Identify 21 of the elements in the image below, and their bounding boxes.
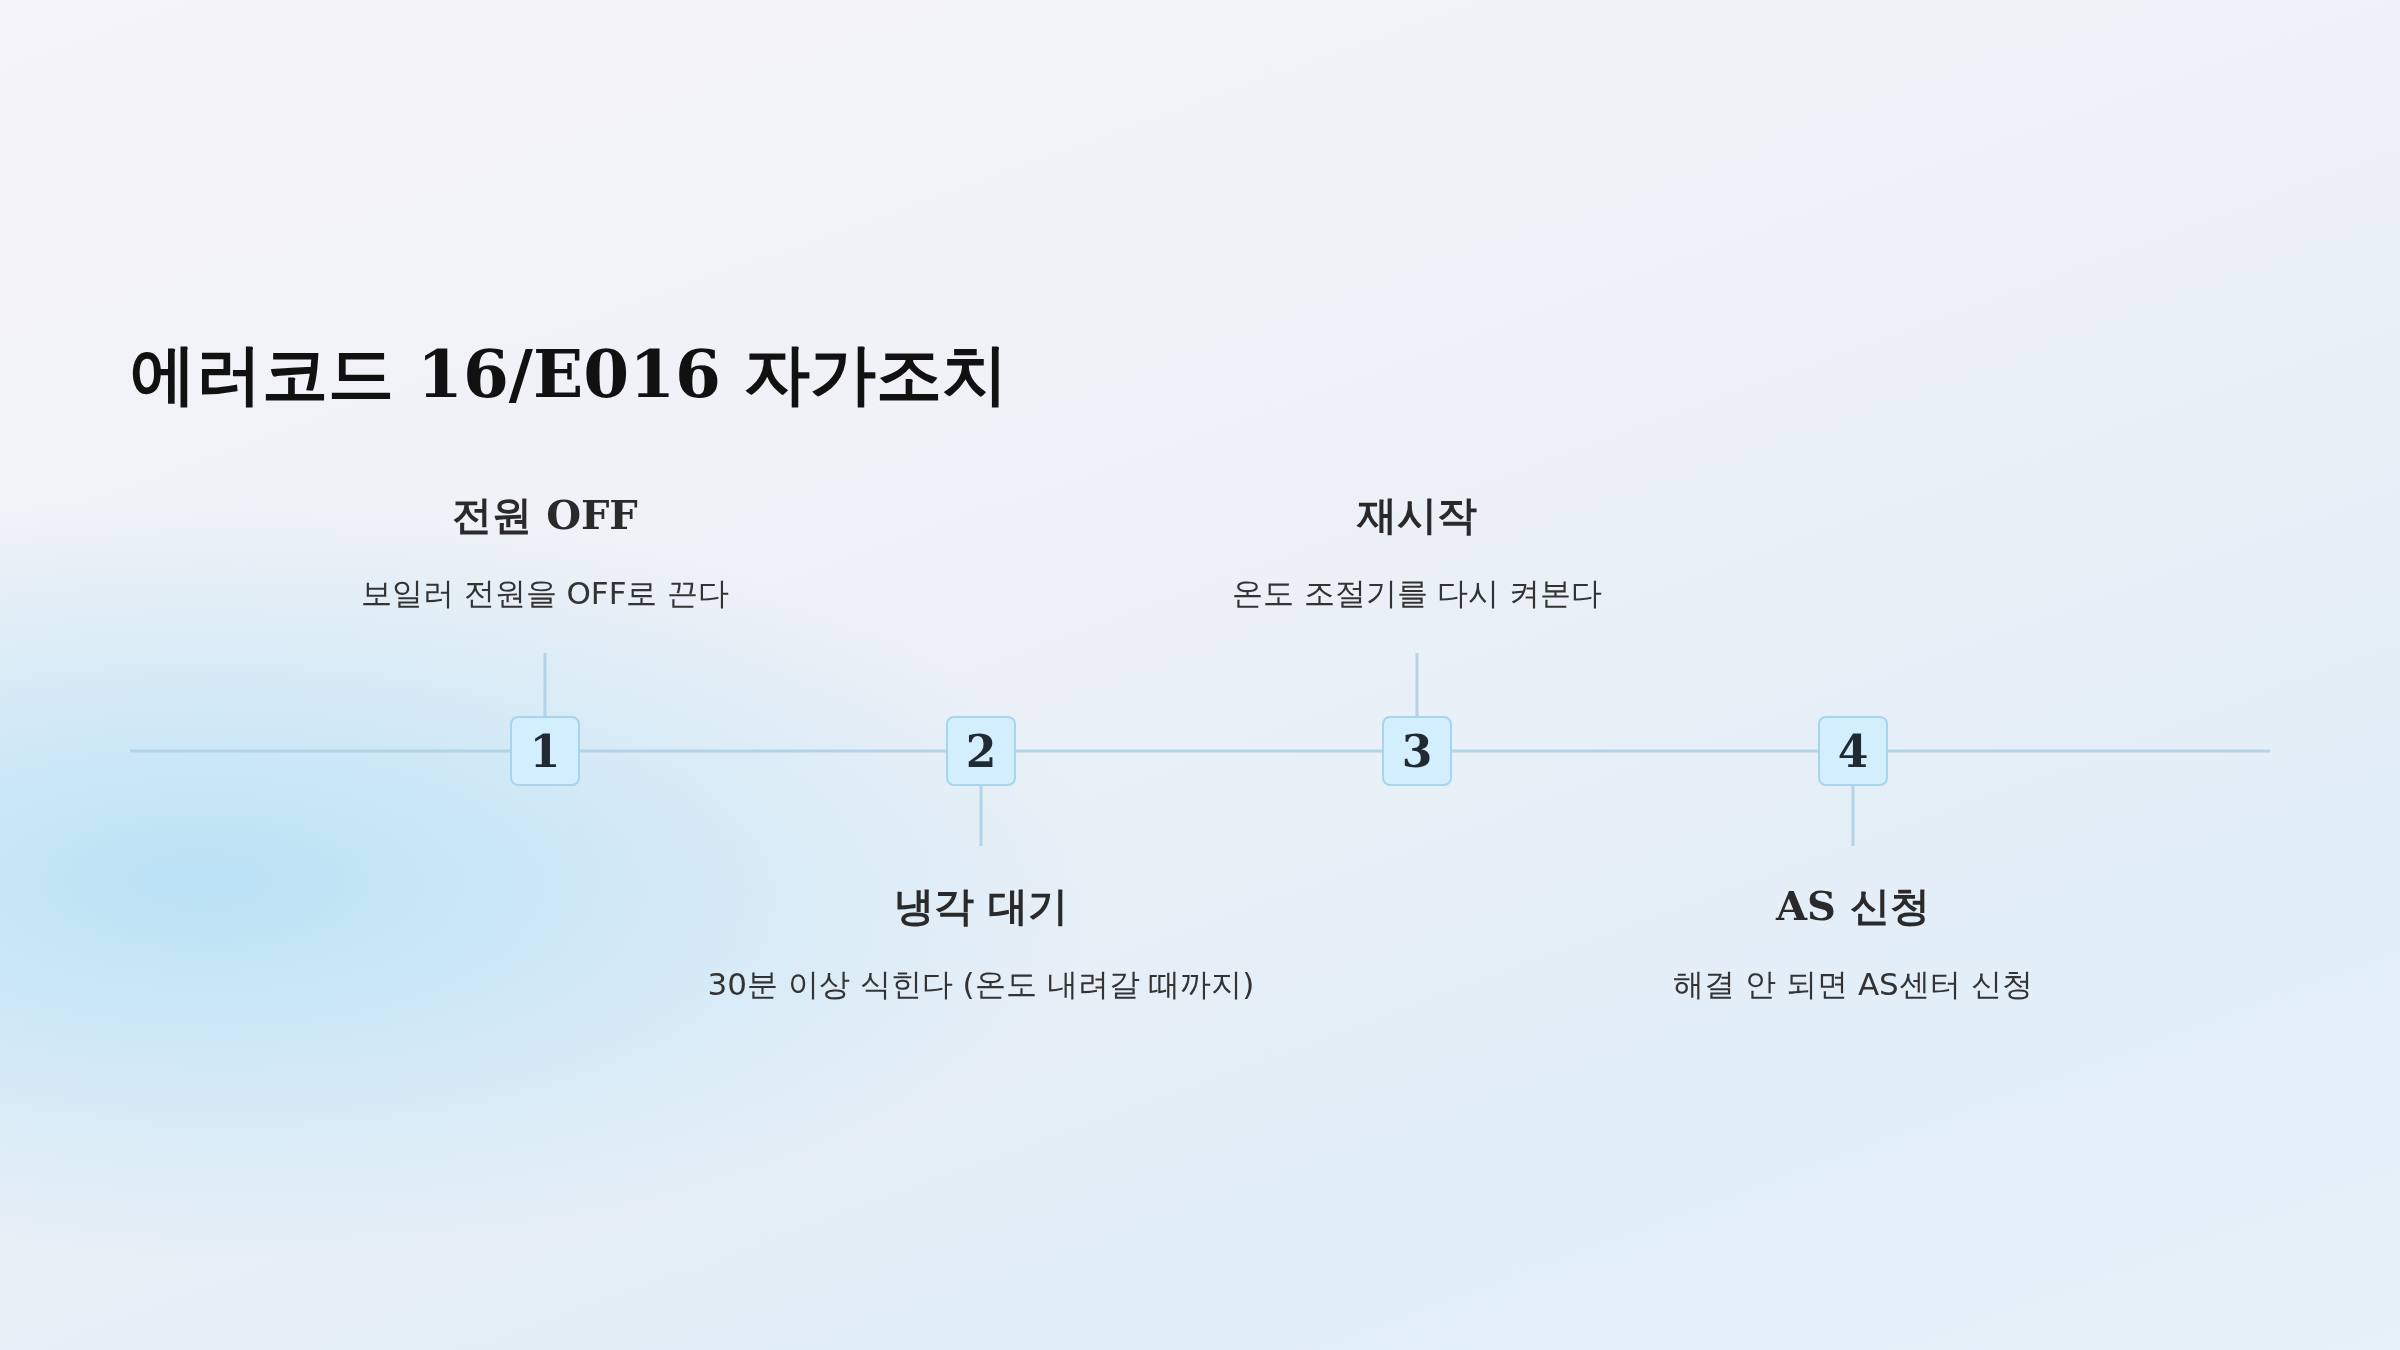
step-title: 냉각 대기 xyxy=(894,881,1068,931)
leader-line xyxy=(1851,786,1855,846)
step-description: 보일러 전원을 OFF로 끈다 xyxy=(360,574,730,613)
step-title: 전원 OFF xyxy=(452,490,638,540)
leader-line xyxy=(543,653,547,716)
step-title: 재시작 xyxy=(1357,490,1477,540)
step-number-box: 2 xyxy=(946,716,1016,786)
step-number-box: 4 xyxy=(1818,716,1888,786)
leader-line xyxy=(1415,653,1419,716)
step-title: AS 신청 xyxy=(1776,881,1930,931)
title: 에러코드 16/E016 자가조치 xyxy=(130,334,1008,415)
step-description: 30분 이상 식힌다 (온도 내려갈 때까지) xyxy=(707,965,1255,1004)
step-number-box: 3 xyxy=(1382,716,1452,786)
timeline-line xyxy=(1016,749,1382,753)
step-number-box: 1 xyxy=(510,716,580,786)
timeline-line xyxy=(1888,749,2270,753)
timeline-line xyxy=(1452,749,1818,753)
step-description: 해결 안 되면 AS센터 신청 xyxy=(1673,965,2033,1004)
step-description: 온도 조절기를 다시 켜본다 xyxy=(1231,574,1603,613)
timeline-line xyxy=(580,749,946,753)
leader-line xyxy=(979,786,983,846)
